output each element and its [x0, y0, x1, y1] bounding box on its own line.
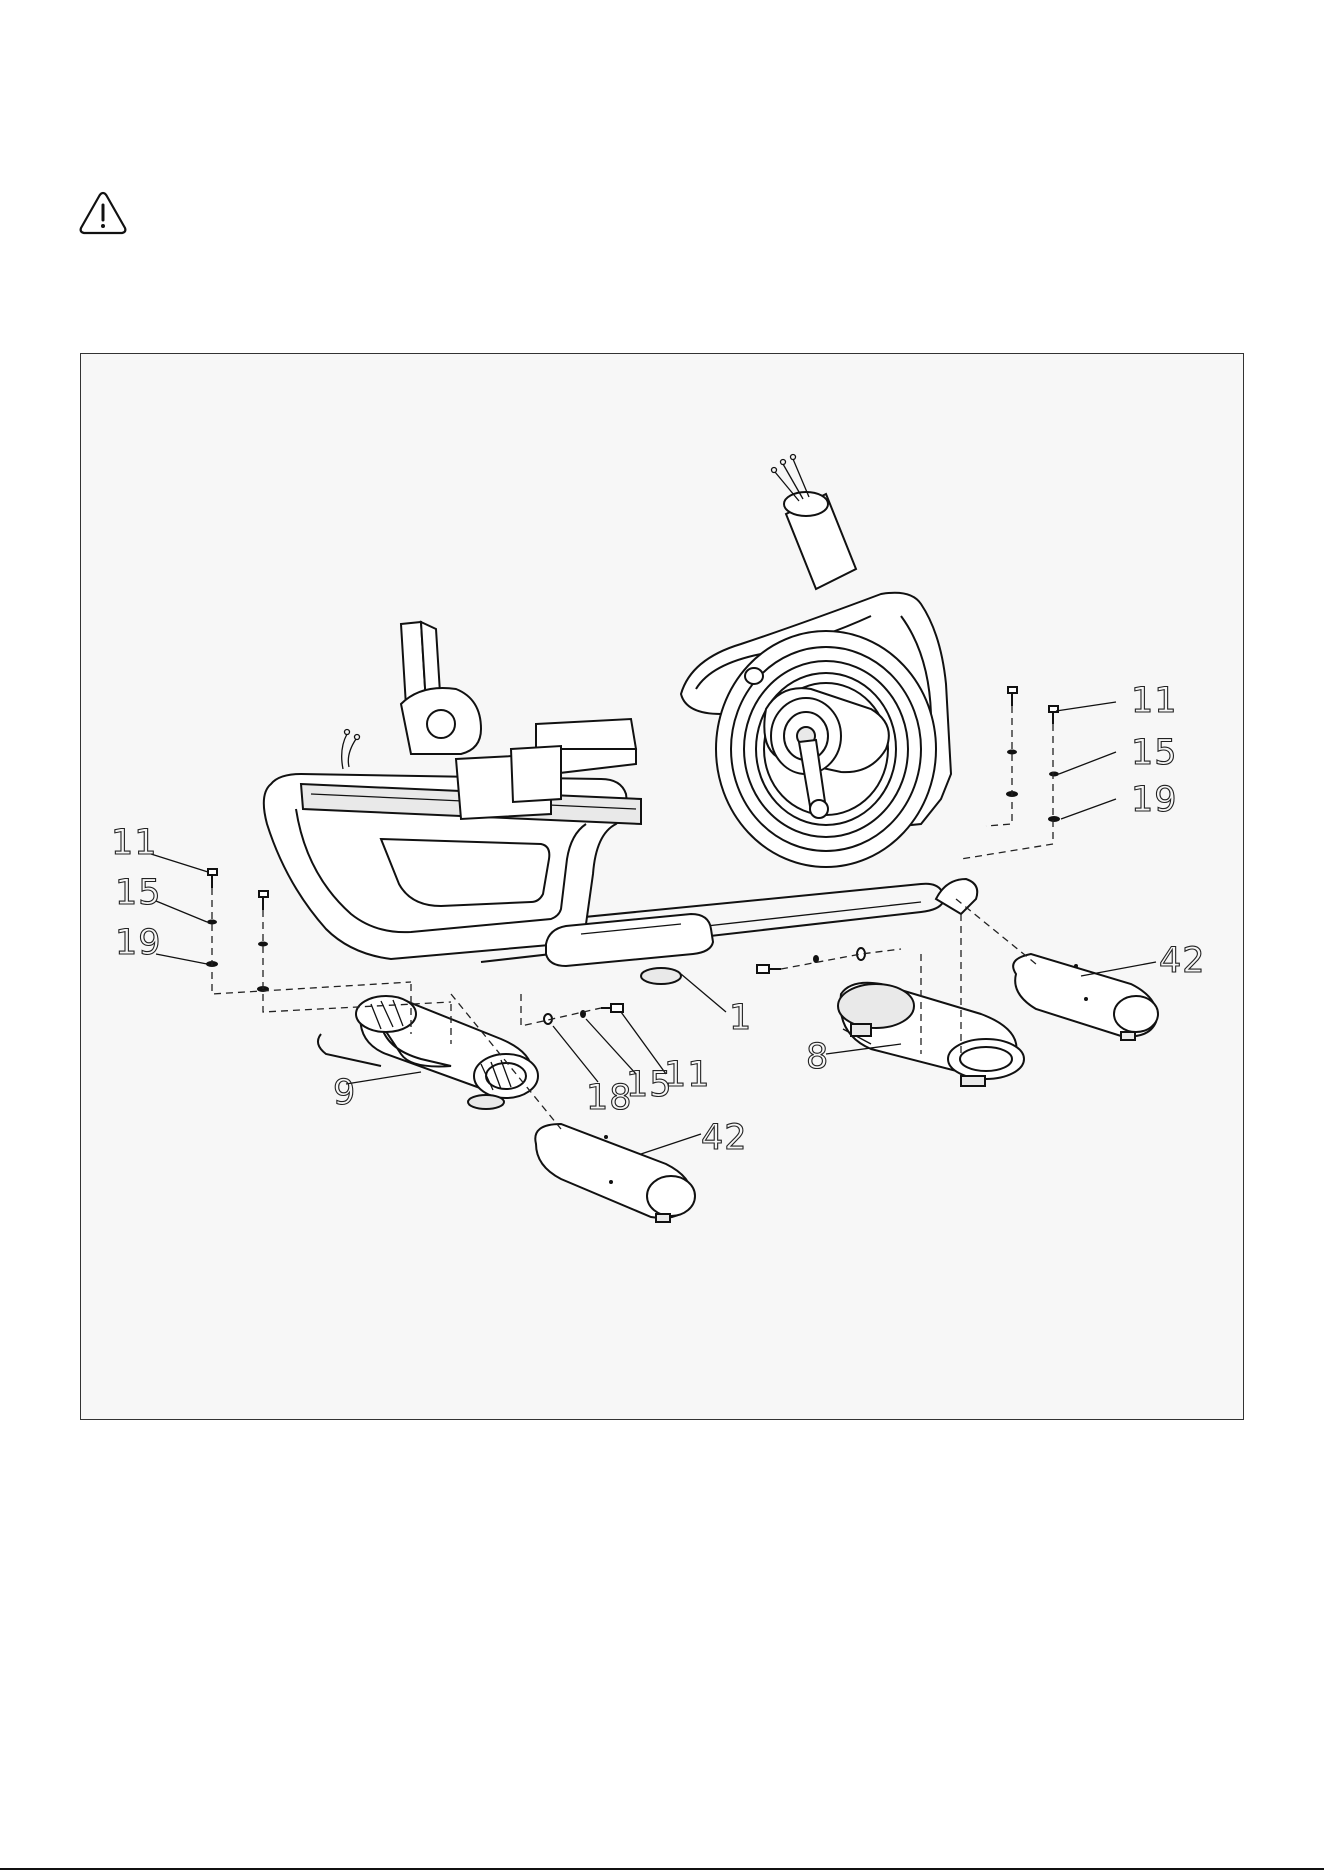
- callout-1: 1: [729, 998, 752, 1038]
- callout-11-center: 11: [664, 1055, 711, 1095]
- callout-11-left: 11: [111, 823, 158, 863]
- callout-15-left: 15: [115, 873, 162, 913]
- callout-42-front: 42: [701, 1118, 748, 1158]
- callout-8: 8: [806, 1037, 829, 1077]
- callout-42-right: 42: [1159, 941, 1206, 981]
- page-bottom-rule: [0, 1868, 1324, 1870]
- exploded-assembly-drawing: 11 15 19 11 15 19 42 1 8 9 18 15 11 42: [81, 354, 1242, 1418]
- callout-19-left: 19: [115, 923, 162, 963]
- callout-15-right: 15: [1131, 733, 1178, 773]
- stabilizer-8: [838, 983, 1024, 1086]
- flywheel-housing: [681, 455, 977, 915]
- stabilizer-cover-42-right: [1013, 954, 1158, 1040]
- callout-11-right: 11: [1131, 681, 1178, 721]
- warning-triangle-icon: [78, 190, 128, 236]
- callout-19-right: 19: [1131, 780, 1178, 820]
- assembly-diagram-panel: 11 15 19 11 15 19 42 1 8 9 18 15 11 42: [80, 353, 1244, 1420]
- stabilizer-cover-42-front: [535, 1124, 695, 1222]
- callout-9: 9: [333, 1073, 356, 1113]
